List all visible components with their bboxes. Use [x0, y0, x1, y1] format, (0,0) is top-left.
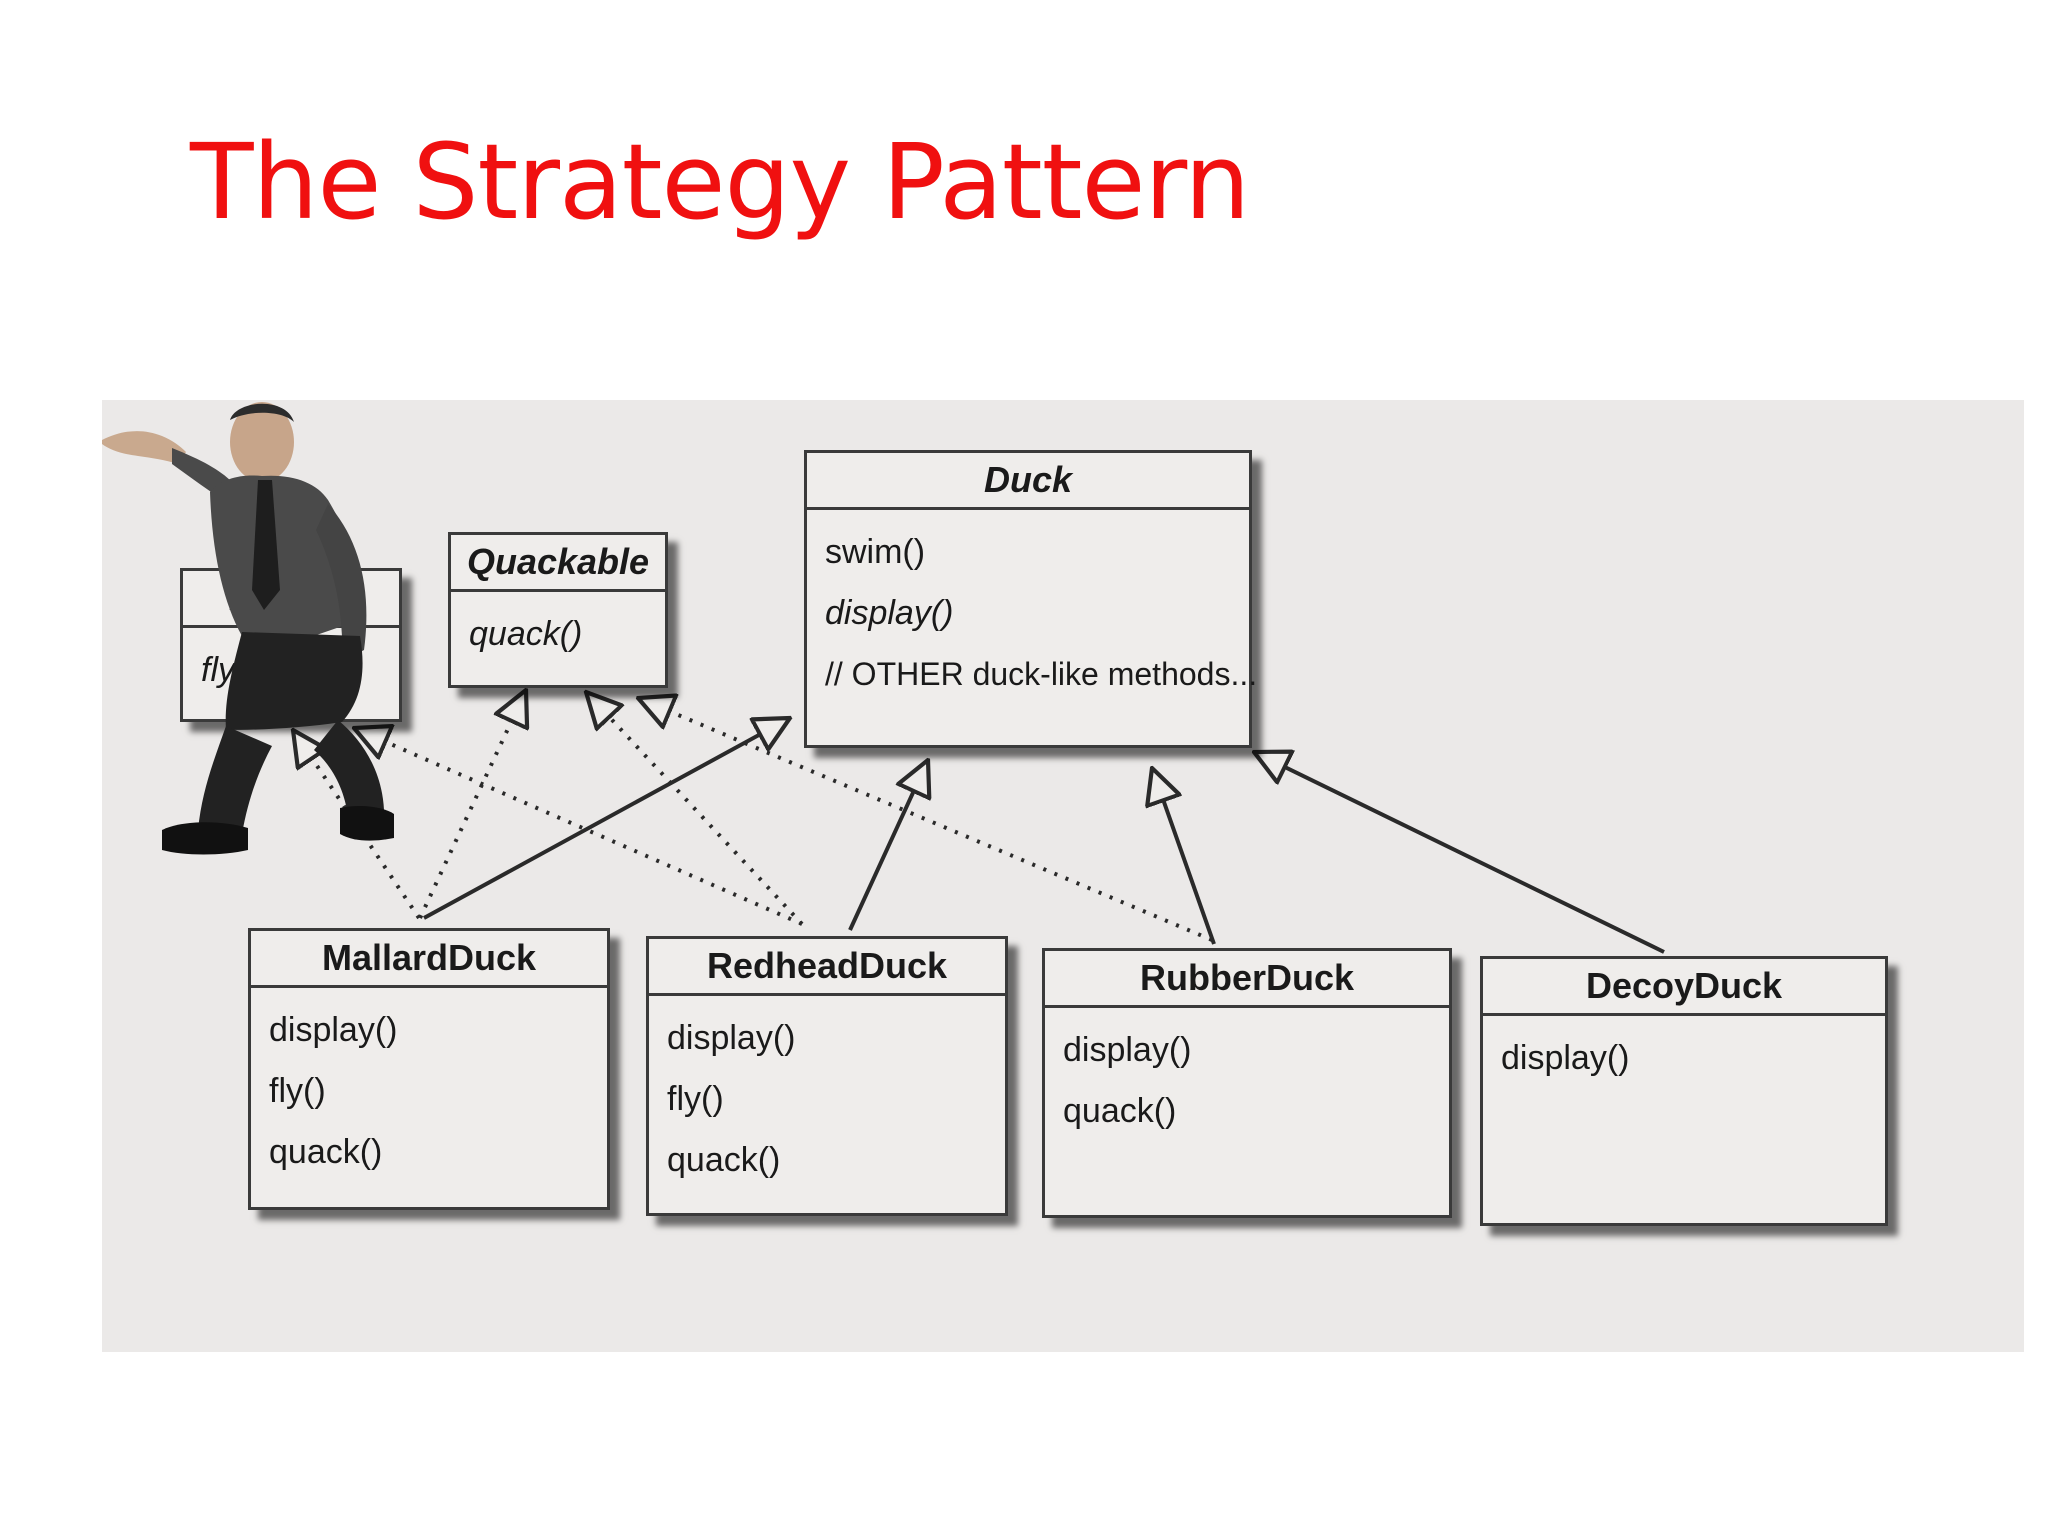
mallard-to-flyable [293, 730, 421, 920]
presenter-illustration [102, 402, 394, 855]
class-rubber-duck: RubberDuck display() quack() [1042, 948, 1452, 1218]
method: fly() [269, 1072, 326, 1110]
class-mallard-duck: MallardDuck display() fly() quack() [248, 928, 610, 1210]
class-name: MallardDuck [251, 931, 607, 988]
decoy-to-duck [1254, 752, 1665, 954]
class-decoy-duck: DecoyDuck display() [1480, 956, 1888, 1226]
method: // OTHER duck-like methods... [825, 656, 1258, 692]
class-name: RedheadDuck [649, 939, 1005, 996]
method: swim() [825, 533, 926, 571]
method: quack() [667, 1141, 781, 1179]
class-name: Duck [807, 453, 1249, 510]
method: display() [1063, 1031, 1192, 1069]
slide-title: The Strategy Pattern [190, 121, 1250, 243]
method: fly() [667, 1080, 724, 1118]
method: display() [825, 594, 954, 632]
uml-figure: Flyable fly() Quackable quack() Duck swi… [102, 400, 2024, 1352]
class-name: RubberDuck [1045, 951, 1449, 1008]
class-name: DecoyDuck [1483, 959, 1885, 1016]
class-name: Quackable [451, 535, 665, 592]
class-duck: Duck swim() display() // OTHER duck-like… [804, 450, 1258, 748]
redhead-to-duck [848, 760, 928, 931]
method: display() [1501, 1039, 1630, 1077]
method: quack() [269, 1133, 383, 1171]
class-quackable: Quackable quack() [448, 532, 668, 688]
rubber-to-duck [1152, 768, 1216, 945]
method: display() [667, 1019, 796, 1057]
mallard-to-duck [423, 718, 790, 920]
class-redhead-duck: RedheadDuck display() fly() quack() [646, 936, 1008, 1216]
redhead-to-quackable [586, 692, 804, 926]
method: display() [269, 1011, 398, 1049]
method: quack() [469, 615, 583, 653]
uml-connectors [102, 400, 1665, 954]
method: quack() [1063, 1092, 1177, 1130]
